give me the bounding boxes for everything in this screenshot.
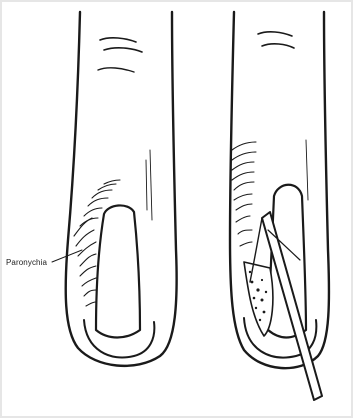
paronychia-label: Paronychia [6,258,47,267]
left-nail [96,205,140,337]
right-crease-1 [258,32,292,36]
right-paronychia-hatching [232,142,256,246]
left-crease-1 [100,38,136,42]
right-pus-pocket [244,262,273,336]
right-finger-shade [306,140,308,200]
left-finger-shade-1 [150,150,152,220]
right-finger [230,12,329,368]
left-finger-shade-2 [146,160,147,210]
left-crease-2 [104,48,142,52]
left-crease-3 [98,68,134,72]
right-crease-2 [262,44,294,48]
left-finger [52,12,177,366]
